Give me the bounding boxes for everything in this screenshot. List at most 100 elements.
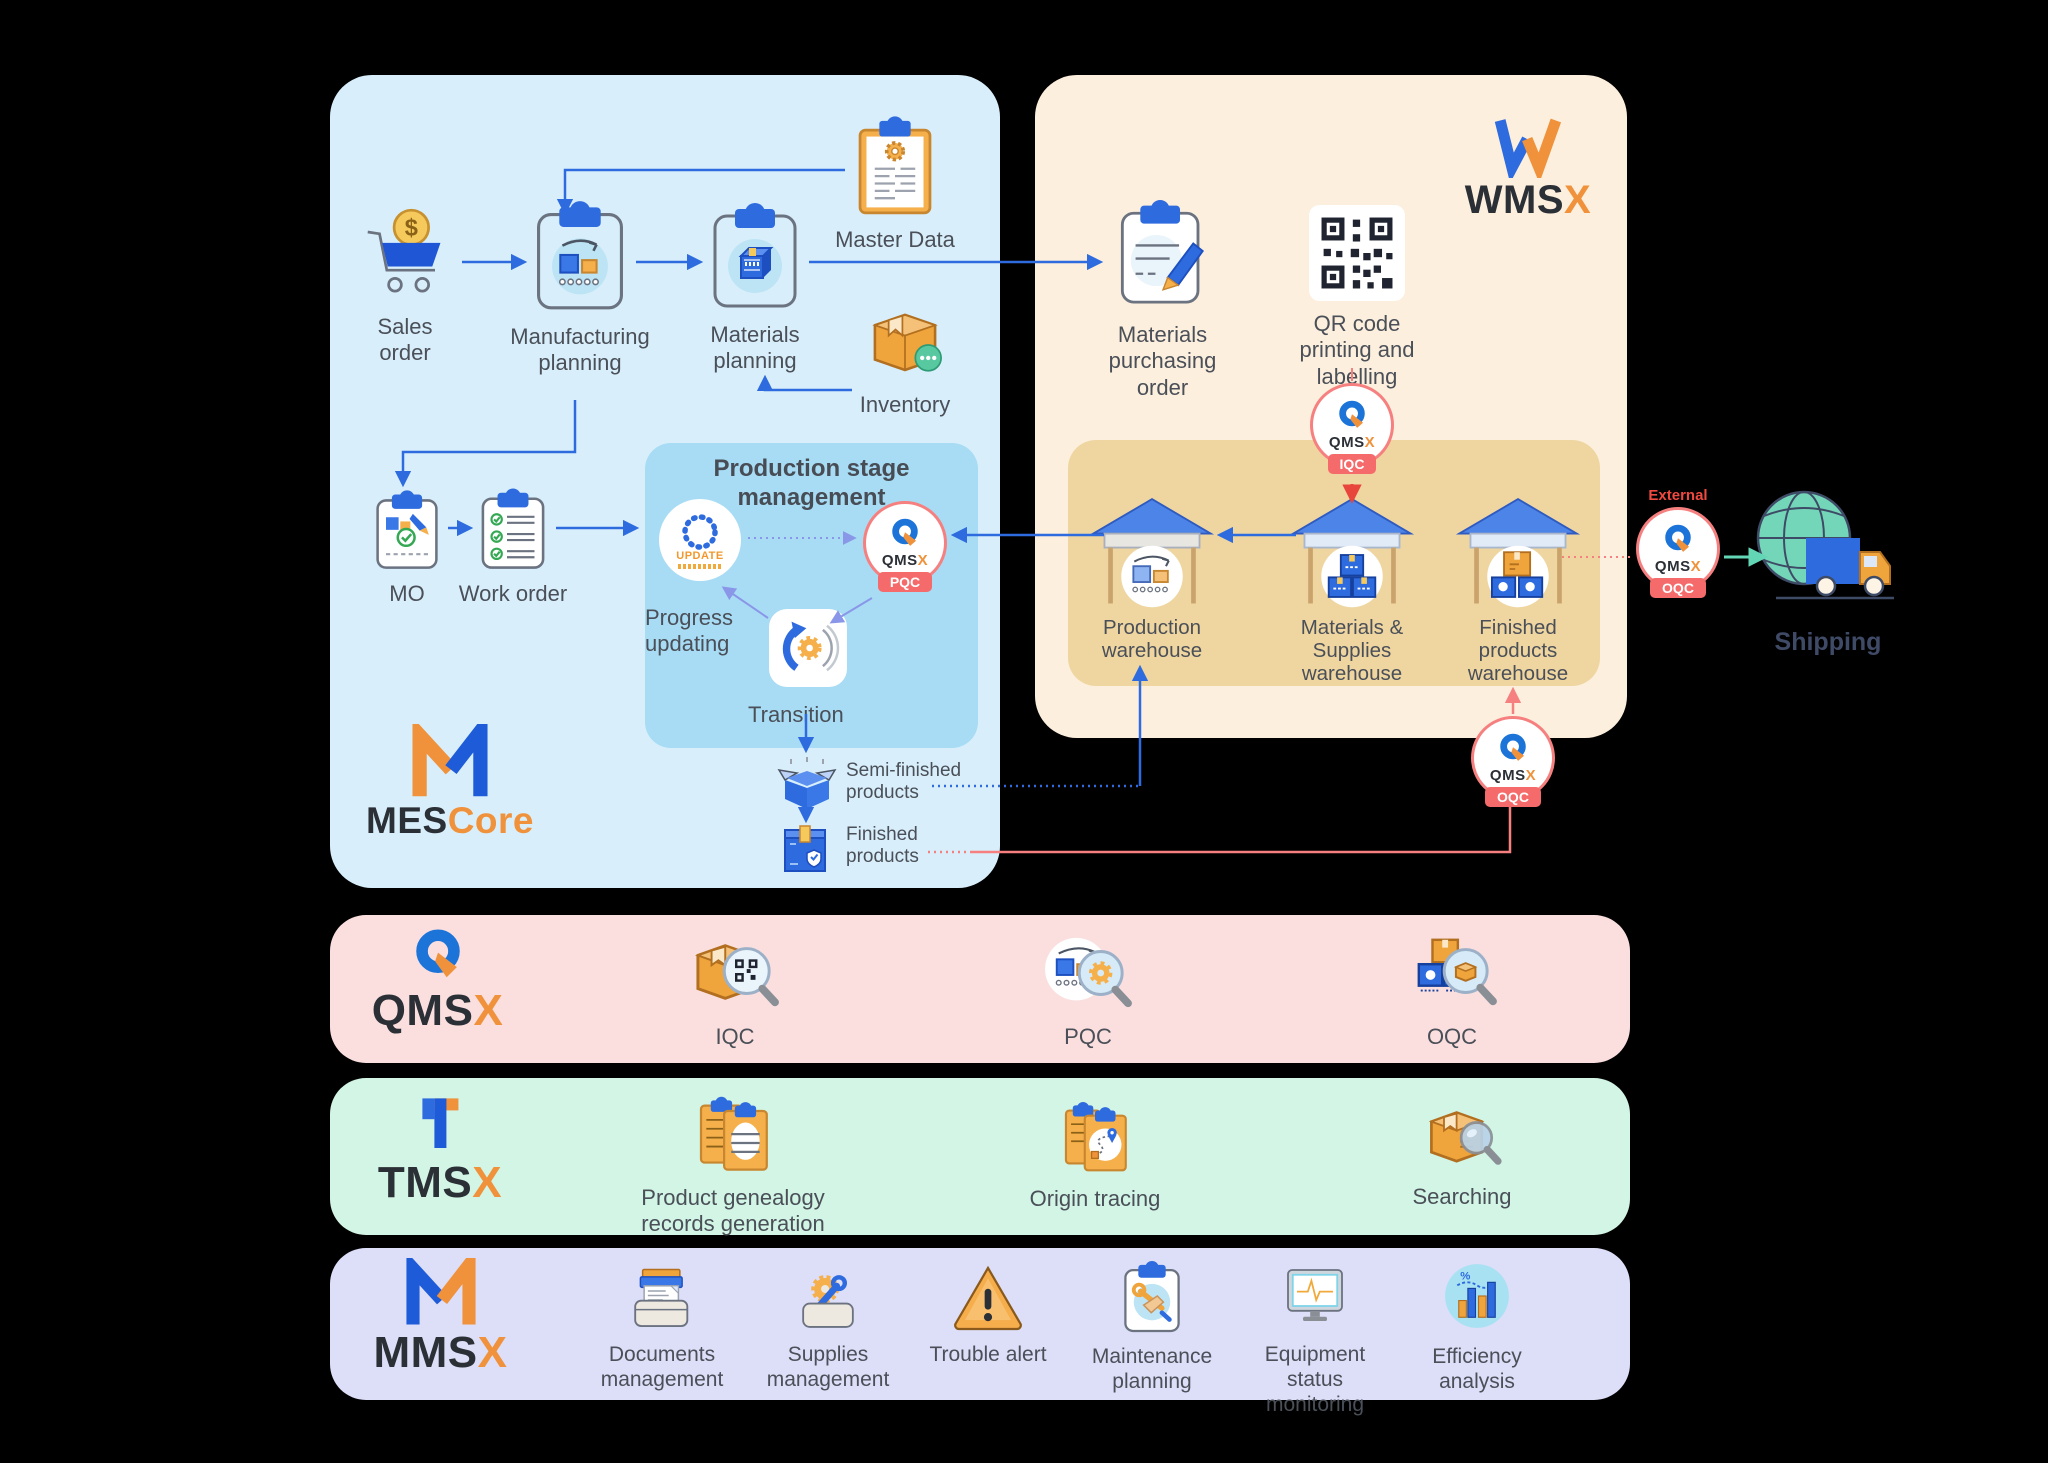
pqc-label: PQC (1064, 1024, 1112, 1049)
product-genealogy-label: Product genealogy records generation (641, 1185, 825, 1237)
maintenance-planning-node: Maintenance planning (1077, 1258, 1227, 1394)
supplies-management-icon (802, 1275, 854, 1328)
inventory-box-icon (872, 313, 942, 372)
iqc-node: IQC (655, 932, 815, 1050)
tmsx-logo-icon (422, 1098, 459, 1148)
inventory-label: Inventory (859, 392, 951, 417)
wmsx-logo-icon (1494, 118, 1562, 178)
production-stage-box: Production stage management UPDATE Progr… (645, 443, 978, 748)
semi-finished-products-icon (777, 757, 837, 809)
production-warehouse-label: Production warehouse (1101, 616, 1203, 662)
maintenance-planning-icon (1124, 1261, 1180, 1333)
wmsx-logo-text: WMSX (1464, 178, 1592, 222)
sales-order-label: Sales order (377, 314, 433, 366)
finished-products-warehouse-label: Finished products warehouse (1467, 616, 1569, 685)
transition-icon (769, 609, 847, 687)
qr-code-icon (1309, 205, 1405, 301)
oqc-external-tag: OQC (1650, 578, 1706, 598)
trouble-alert-node: Trouble alert (913, 1262, 1063, 1367)
origin-tracing-label: Origin tracing (1029, 1186, 1161, 1211)
qmsx-oqc-external-badge: External QMSX OQC (1635, 487, 1721, 598)
pqc-tag: PQC (877, 572, 933, 592)
finished-products-warehouse-icon (1455, 498, 1581, 608)
product-genealogy-node: Product genealogy records generation (608, 1095, 858, 1238)
equipment-status-monitoring-icon (1287, 1269, 1343, 1321)
documents-management-label: Documents management (600, 1343, 724, 1392)
master-data-node: Master Data (830, 115, 960, 253)
qmsx-oqc-badge: QMSX OQC (1470, 716, 1556, 807)
mescore-logo-text: MESCore (366, 800, 534, 841)
pqc-node: PQC (1008, 932, 1168, 1050)
sales-order-node: $ Sales order (350, 200, 460, 367)
oqc-label: OQC (1426, 1024, 1478, 1049)
shopping-cart-icon: $ (367, 208, 441, 293)
shipping-globe-truck-icon (1756, 490, 1894, 600)
materials-planning-icon (713, 203, 797, 308)
master-data-label: Master Data (835, 227, 955, 252)
tmsx-row-logo: TMSX (360, 1090, 520, 1208)
mo-label: MO (389, 581, 425, 606)
transition-label: Transition (748, 702, 844, 727)
shipping-label: Shipping (1774, 628, 1882, 656)
trouble-alert-label: Trouble alert (929, 1343, 1047, 1366)
finished-products-label: Finished products (846, 824, 919, 867)
external-label: External (1648, 487, 1708, 504)
documents-management-icon (634, 1268, 689, 1327)
materials-supplies-warehouse-icon (1289, 498, 1415, 608)
manufacturing-planning-node: Manufacturing planning (495, 198, 665, 377)
maintenance-planning-label: Maintenance planning (1091, 1345, 1213, 1394)
oqc-node: OQC (1372, 932, 1532, 1050)
iqc-icon (695, 944, 779, 1007)
tmsx-row (330, 1078, 1630, 1235)
qr-code-label: QR code printing and labelling (1299, 311, 1415, 389)
progress-updating-icon: UPDATE (659, 499, 741, 581)
mmsx-row-logo: MMSX (358, 1258, 523, 1378)
finished-products-icon (784, 825, 826, 872)
inventory-node: Inventory (845, 296, 965, 418)
iqc-tag: IQC (1327, 454, 1377, 474)
mmsx-logo-icon (405, 1258, 476, 1325)
origin-tracing-icon (1064, 1101, 1127, 1172)
qmsx-iqc-badge: QMSX IQC (1309, 383, 1395, 474)
materials-planning-label: Materials planning (710, 322, 800, 374)
qmsx-logo-icon (1665, 524, 1691, 552)
equipment-status-label: Equipment status monitoring (1264, 1343, 1366, 1417)
origin-tracing-node: Origin tracing (995, 1098, 1195, 1212)
work-order-node: Work order (458, 485, 568, 607)
efficiency-analysis-icon: % (1445, 1264, 1509, 1328)
semi-finished-products-label: Semi-finished products (846, 760, 962, 803)
efficiency-analysis-node: % Efficiency analysis (1402, 1258, 1552, 1394)
oqc-tag: OQC (1485, 787, 1541, 807)
qmsx-row-logo-text: QMSX (371, 986, 504, 1035)
equipment-status-node: Equipment status monitoring (1240, 1262, 1390, 1418)
mmsx-row-logo-text: MMSX (373, 1328, 508, 1377)
svg-text:%: % (1460, 1270, 1470, 1282)
mescore-logo-icon (412, 724, 488, 797)
iqc-label: IQC (715, 1024, 755, 1049)
materials-supplies-warehouse-node: Materials & Supplies warehouse (1282, 487, 1422, 685)
progress-updating-label: Progress updating (645, 605, 734, 657)
qmsx-logo-icon (1500, 733, 1526, 761)
mo-icon (376, 490, 438, 569)
supplies-management-node: Supplies management (753, 1262, 903, 1392)
supplies-management-label: Supplies management (766, 1343, 890, 1392)
materials-planning-node: Materials planning (690, 200, 820, 375)
mescore-logo: MESCore (360, 724, 540, 842)
line-finished-to-oqc (972, 801, 1512, 854)
qmsx-logo-icon (1339, 400, 1365, 428)
production-stage-title: Production stage management (713, 455, 910, 511)
manufacturing-planning-label: Manufacturing planning (510, 324, 650, 376)
tmsx-row-logo-text: TMSX (377, 1158, 503, 1207)
finished-products-warehouse-node: Finished products warehouse (1448, 487, 1588, 685)
searching-node: Searching (1382, 1098, 1542, 1210)
qmsx-pqc-badge: QMSX PQC (862, 501, 948, 592)
manufacturing-planning-icon (537, 201, 623, 310)
qmsx-row (330, 915, 1630, 1063)
qmsx-logo-icon (892, 518, 918, 546)
qmsx-logo-icon (415, 929, 460, 978)
production-warehouse-node: Production warehouse (1082, 487, 1222, 662)
purchasing-order-icon (1120, 200, 1204, 304)
qmsx-row-logo: QMSX (355, 928, 520, 1036)
